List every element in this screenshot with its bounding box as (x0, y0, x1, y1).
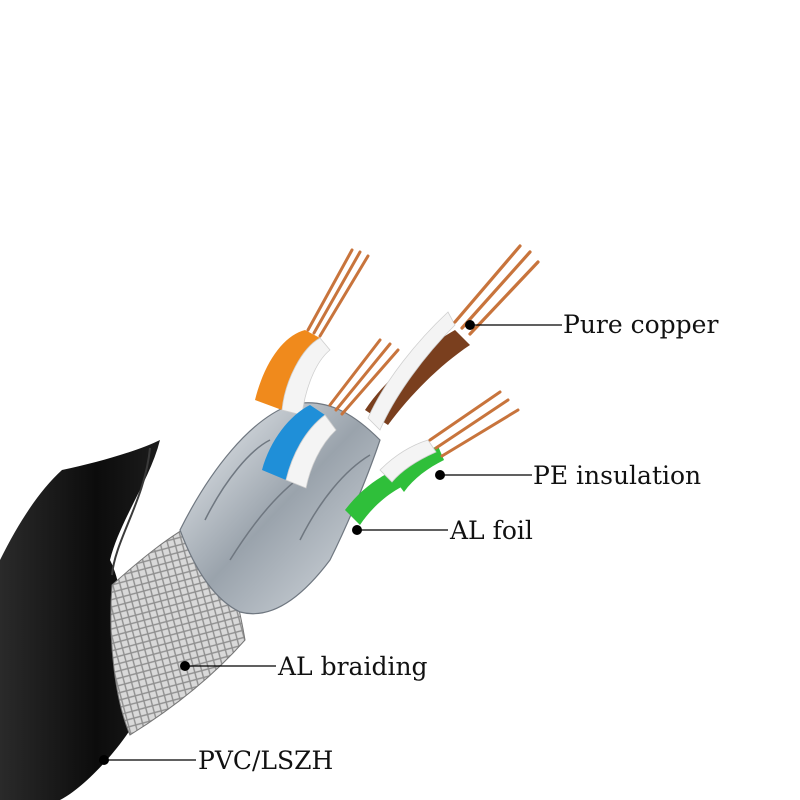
pvc-jacket (0, 440, 160, 800)
orange-pair (255, 248, 370, 416)
label-al-foil: AL foil (449, 516, 533, 545)
blue-pair (262, 338, 400, 489)
label-pe-insulation: PE insulation (533, 461, 701, 490)
leader-pe-insulation (435, 470, 532, 480)
al-foil-shield (179, 402, 381, 615)
green-pair (345, 390, 520, 525)
brown-pair (365, 244, 540, 431)
leader-pvc-lszh (99, 755, 196, 765)
label-pvc-lszh: PVC/LSZH (198, 746, 333, 775)
leader-al-foil (352, 525, 448, 535)
leader-al-braiding (180, 661, 276, 671)
label-pure-copper: Pure copper (563, 310, 718, 339)
label-al-braiding: AL braiding (277, 652, 428, 681)
leader-pure-copper (465, 320, 562, 330)
